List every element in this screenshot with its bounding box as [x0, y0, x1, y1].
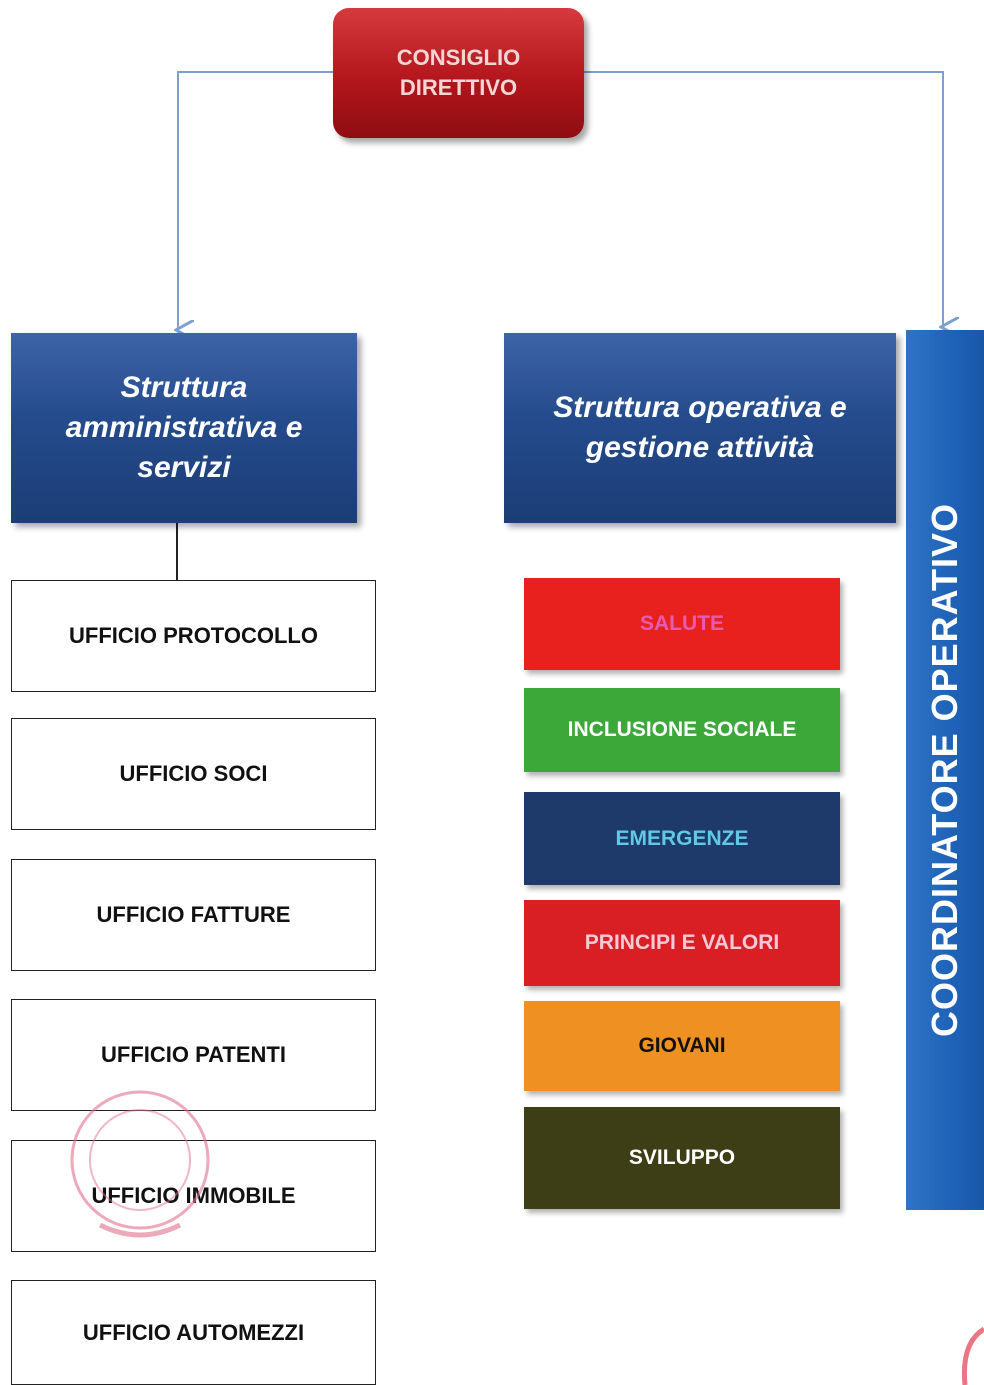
- office-label: UFFICIO FATTURE: [96, 902, 291, 927]
- consiglio-direttivo-box: CONSIGLIO DIRETTIVO: [333, 8, 584, 138]
- connector-right: [584, 71, 943, 327]
- coordinatore-operativo-box: COORDINATORE OPERATIVO: [906, 330, 984, 1210]
- consiglio-line1: CONSIGLIO: [396, 45, 521, 70]
- ufficio-patenti-box: UFFICIO PATENTI: [11, 999, 376, 1111]
- struttura-amministrativa-line2: amministrativa e: [65, 411, 303, 444]
- area-inclusione-sociale: INCLUSIONE SOCIALE: [524, 688, 840, 772]
- struttura-amministrativa-line1: Struttura: [120, 371, 248, 404]
- office-label: UFFICIO SOCI: [119, 761, 268, 786]
- area-label: INCLUSIONE SOCIALE: [567, 718, 797, 741]
- consiglio-line2: DIRETTIVO: [399, 75, 518, 100]
- area-principi-e-valori: PRINCIPI E VALORI: [524, 900, 840, 986]
- struttura-operativa-box: Struttura operativa e gestione attività: [504, 333, 896, 523]
- struttura-amministrativa-box: Struttura amministrativa e servizi: [11, 333, 357, 523]
- office-label: UFFICIO PATENTI: [101, 1042, 286, 1067]
- connector-left: [178, 71, 333, 330]
- area-label: GIOVANI: [638, 1034, 726, 1057]
- ufficio-immobile-box: UFFICIO IMMOBILE: [11, 1140, 376, 1252]
- area-label: SALUTE: [640, 612, 724, 635]
- ufficio-automezzi-box: UFFICIO AUTOMEZZI: [11, 1280, 376, 1385]
- ufficio-fatture-box: UFFICIO FATTURE: [11, 859, 376, 971]
- stamp-seal-partial: [961, 1326, 984, 1385]
- stamp-seal: [70, 1090, 210, 1238]
- area-sviluppo: SVILUPPO: [524, 1107, 840, 1209]
- area-giovani: GIOVANI: [524, 1001, 840, 1091]
- struttura-operativa-line2: gestione attività: [585, 431, 815, 464]
- area-label: SVILUPPO: [628, 1146, 736, 1169]
- coordinatore-operativo-label: COORDINATORE OPERATIVO: [924, 502, 965, 1038]
- area-emergenze: EMERGENZE: [524, 792, 840, 885]
- struttura-amministrativa-line3: servizi: [137, 451, 231, 484]
- office-label: UFFICIO PROTOCOLLO: [69, 623, 318, 648]
- struttura-operativa-line1: Struttura operativa e: [553, 391, 847, 424]
- area-label: EMERGENZE: [615, 826, 749, 850]
- area-salute: SALUTE: [524, 578, 840, 670]
- ufficio-protocollo-box: UFFICIO PROTOCOLLO: [11, 580, 376, 692]
- area-label: PRINCIPI E VALORI: [584, 931, 780, 954]
- office-label: UFFICIO AUTOMEZZI: [82, 1319, 305, 1345]
- ufficio-soci-box: UFFICIO SOCI: [11, 718, 376, 830]
